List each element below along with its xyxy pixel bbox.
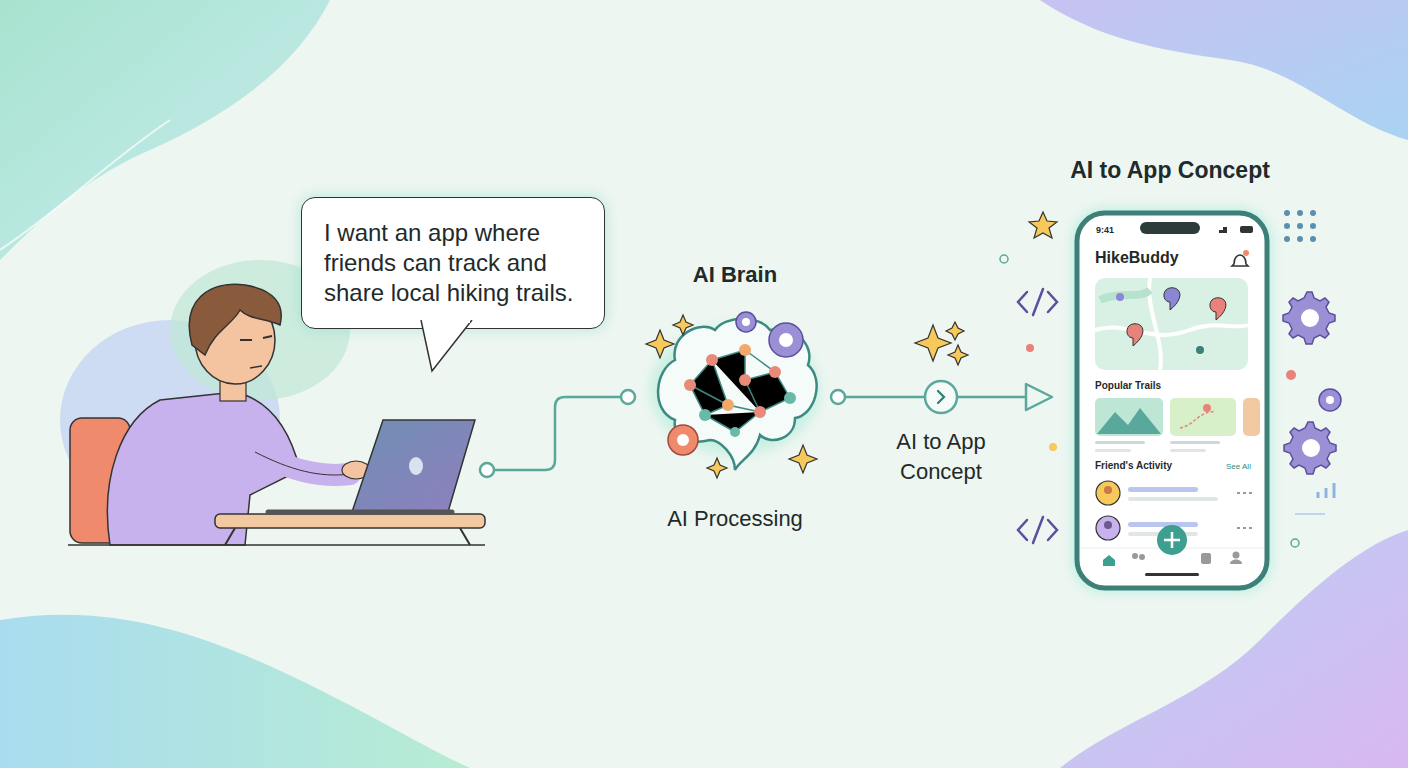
status-time: 9:41: [1096, 225, 1114, 235]
flow-connector: [831, 381, 1052, 413]
bubble-text: I want an app where friends can track an…: [324, 218, 586, 308]
ai-brain-node: AI Brain AI Processing: [640, 262, 830, 532]
section-heading: Popular Trails: [1095, 380, 1161, 391]
edge-label: AI to App Concept: [876, 427, 1006, 487]
phone-mockup: AI to App Concept: [1052, 155, 1288, 591]
section-heading: Friend's Activity: [1095, 460, 1172, 471]
node-caption: AI Processing: [640, 506, 830, 532]
node-heading: AI Brain: [640, 262, 830, 288]
node-heading: AI to App Concept: [1052, 157, 1288, 184]
app-title: HikeBuddy: [1095, 249, 1179, 267]
see-all-link: See All: [1226, 462, 1251, 471]
speech-bubble: I want an app where friends can track an…: [301, 197, 605, 329]
bubble-tail: [420, 320, 500, 380]
